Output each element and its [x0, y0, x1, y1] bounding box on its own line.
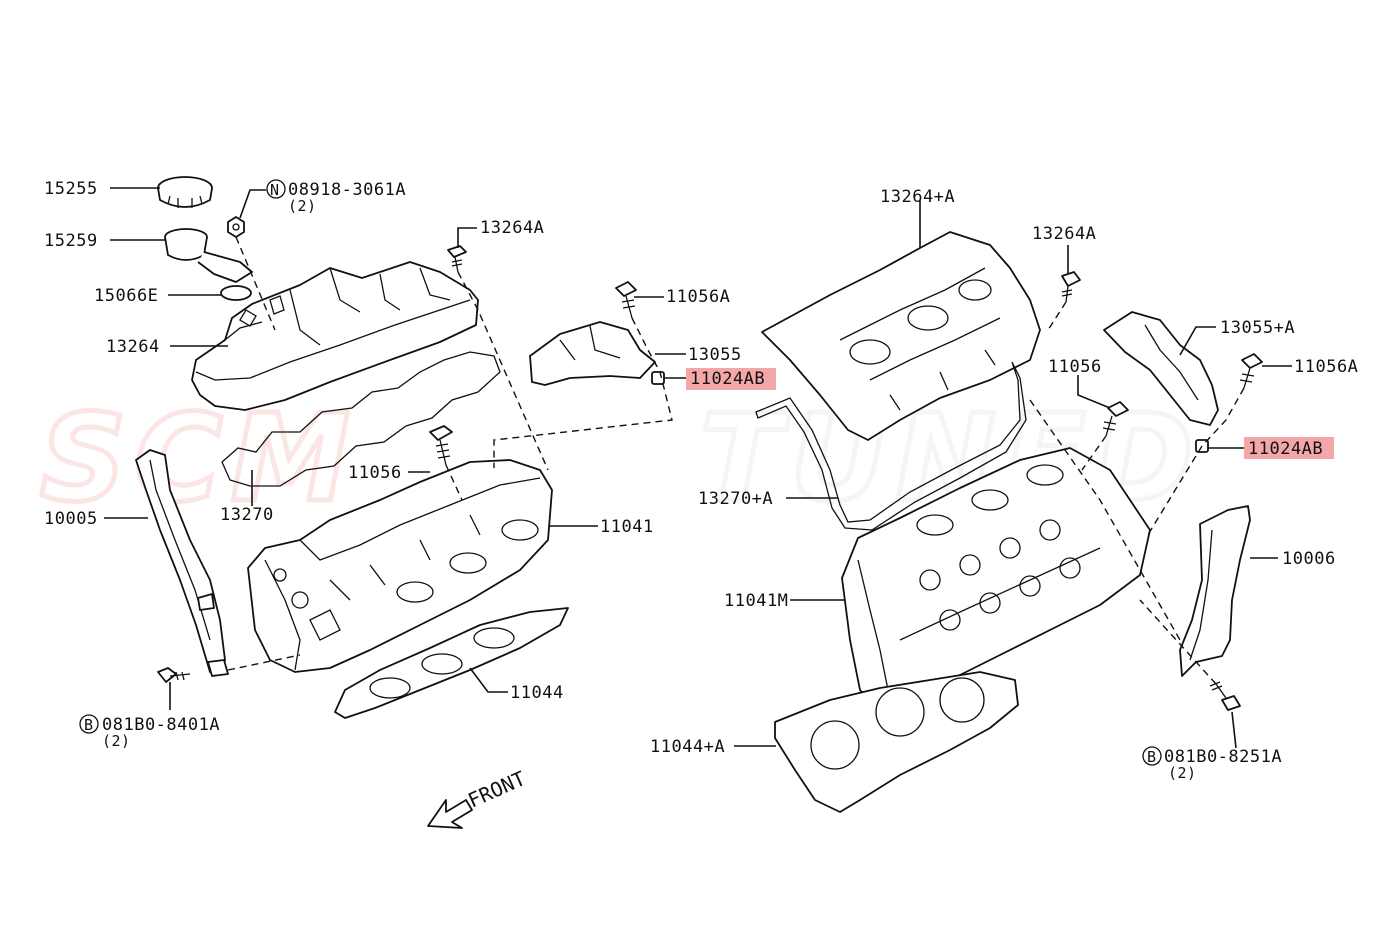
highlight-11024ab-right — [1244, 437, 1334, 459]
bracket-10006 — [1179, 505, 1251, 677]
label-081b0-8251a: 081B0-8251A — [1164, 747, 1282, 767]
front-label: FRONT — [464, 766, 529, 812]
bolt-081b0-8251a — [1209, 681, 1241, 711]
bolt-11056-right — [1102, 401, 1129, 437]
label-11024ab-left: 11024AB — [690, 369, 765, 389]
cylinder-head-right — [841, 447, 1151, 713]
valve-cover-gasket-left — [221, 351, 501, 487]
label-11056-right: 11056 — [1048, 357, 1102, 377]
bolt-081b0-8401a — [157, 667, 191, 683]
assembly-dashed-lines — [227, 236, 1245, 685]
label-081b0-8251a-qty: (2) — [1168, 764, 1197, 782]
label-11044-plus-a: 11044+A — [650, 737, 725, 757]
valve-cover-left — [191, 261, 479, 411]
label-11044: 11044 — [510, 683, 564, 703]
stud-11024ab-left — [651, 371, 665, 385]
label-11056a-right: 11056A — [1294, 357, 1358, 377]
label-13270: 13270 — [220, 505, 274, 525]
label-10005: 10005 — [44, 509, 98, 529]
label-081b0-8401a: 081B0-8401A — [102, 715, 220, 735]
label-11056-left: 11056 — [348, 463, 402, 483]
bolt-11056-left — [429, 425, 453, 466]
b-symbol-circle-right — [1142, 746, 1162, 766]
label-13264a-left: 13264A — [480, 218, 544, 238]
label-081b0-8401a-qty: (2) — [102, 732, 131, 750]
label-13055: 13055 — [688, 345, 742, 365]
label-10006: 10006 — [1282, 549, 1336, 569]
b-symbol-left: B — [84, 716, 94, 734]
head-gasket-right — [774, 671, 1019, 813]
label-15259: 15259 — [44, 231, 98, 251]
label-11041: 11041 — [600, 517, 654, 537]
label-11041m: 11041M — [724, 591, 788, 611]
cylinder-head-left — [247, 459, 553, 673]
label-13270-plus-a: 13270+A — [698, 489, 773, 509]
label-13264: 13264 — [106, 337, 160, 357]
cover-plate-13055 — [529, 321, 656, 386]
label-13264-plus-a: 13264+A — [880, 187, 955, 207]
bracket-10005 — [135, 449, 229, 677]
head-gasket-left — [334, 607, 569, 719]
oil-filler-cap — [157, 176, 213, 208]
front-arrow — [427, 799, 473, 829]
bolt-11056a-left — [615, 281, 637, 319]
label-13264a-right: 13264A — [1032, 224, 1096, 244]
n-symbol-circle — [266, 179, 286, 199]
watermark-left: SCM — [40, 390, 358, 529]
b-symbol-right: B — [1147, 748, 1157, 766]
filler-neck-gasket — [220, 285, 252, 301]
valve-cover-right — [761, 231, 1041, 441]
label-15255: 15255 — [44, 179, 98, 199]
oil-filler-neck — [164, 228, 253, 283]
nut-n — [227, 216, 245, 238]
label-11056a-left: 11056A — [666, 287, 730, 307]
n-symbol: N — [270, 181, 280, 199]
bolt-13264a-right — [1061, 271, 1081, 303]
leader-lines — [104, 187, 1292, 749]
bolt-11056a-right — [1239, 353, 1263, 389]
b-symbol-circle-left — [79, 714, 99, 734]
part-labels: 15255 15259 15066E 13264 N 08918-3061A (… — [44, 179, 1358, 782]
label-13055-plus-a: 13055+A — [1220, 318, 1295, 338]
cover-plate-13055a — [1103, 311, 1219, 426]
valve-cover-gasket-right — [755, 361, 1027, 531]
highlight-11024ab-left — [686, 368, 776, 390]
label-08918-3061a: 08918-3061A — [288, 180, 406, 200]
label-15066e: 15066E — [94, 286, 158, 306]
label-08918-qty: (2) — [288, 197, 317, 215]
bolt-13264a-left — [447, 245, 467, 273]
label-11024ab-right: 11024AB — [1248, 439, 1323, 459]
